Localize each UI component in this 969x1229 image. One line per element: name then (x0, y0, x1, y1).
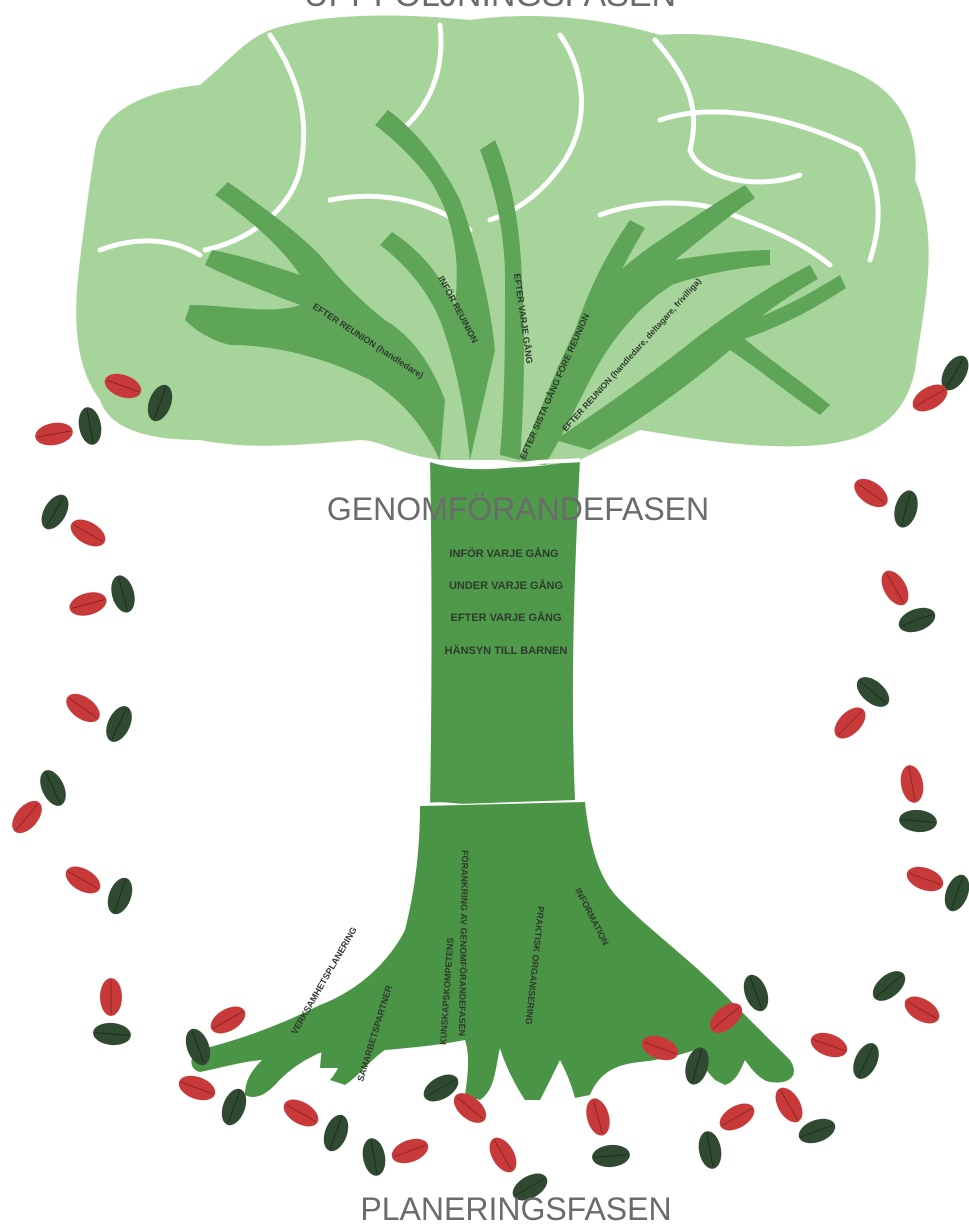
phase-title-execution: GENOMFÖRANDEFASEN (327, 491, 709, 527)
trunk-label: HÄNSYN TILL BARNEN (445, 644, 568, 657)
phase-title-planning: PLANERINGSFASEN (360, 1191, 671, 1227)
green-leaf-icon (940, 871, 969, 914)
root-small-block (320, 1042, 352, 1068)
trunk-label: EFTER VARJE GÅNG (450, 611, 561, 624)
trunk-label: INFÖR VARJE GÅNG (449, 547, 558, 560)
phase-title-followup: UPPFÖLJNINGSFASEN (304, 0, 676, 14)
trunk-label: UNDER VARJE GÅNG (449, 579, 563, 592)
